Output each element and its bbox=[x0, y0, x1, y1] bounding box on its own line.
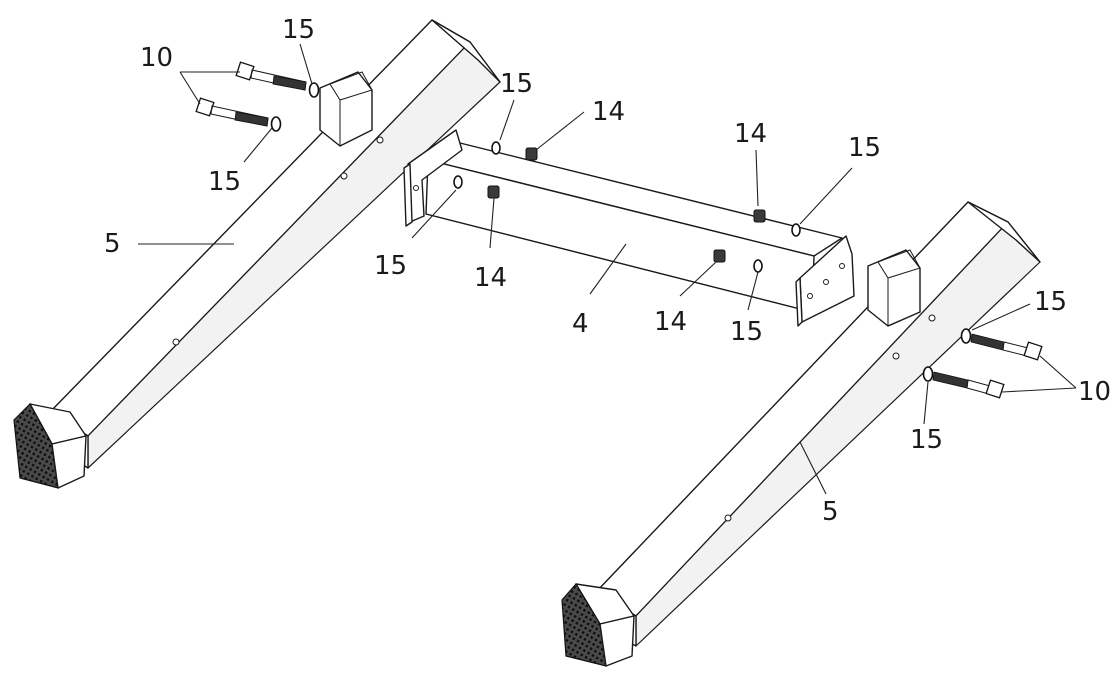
callout-15-center-right: 15 bbox=[730, 317, 763, 347]
cross-nut-top-right bbox=[753, 209, 766, 223]
right-bolt-upper bbox=[970, 333, 1043, 361]
cross-washer-front-left bbox=[453, 175, 463, 189]
cross-washer-front-right bbox=[753, 259, 763, 273]
right-upright-socket bbox=[867, 249, 921, 327]
cross-bar bbox=[403, 129, 855, 327]
cross-nut-front-left bbox=[487, 185, 500, 199]
callout-15-right-lower: 15 bbox=[910, 425, 943, 455]
callout-15-left-lower: 15 bbox=[208, 167, 241, 197]
cross-washer-top-right bbox=[791, 223, 801, 237]
callout-14-right-top: 14 bbox=[734, 119, 767, 149]
left-upright-socket bbox=[319, 71, 373, 147]
right-washer-upper bbox=[960, 328, 972, 344]
right-bolt-lower bbox=[932, 371, 1005, 399]
callout-5-left: 5 bbox=[104, 229, 121, 259]
callout-labels: 10 15 15 5 15 14 14 15 15 14 4 14 15 15 … bbox=[104, 15, 1111, 527]
left-leg-tube bbox=[13, 19, 501, 489]
callout-14-center-left: 14 bbox=[474, 263, 507, 293]
leader-lines bbox=[138, 43, 1077, 495]
cross-nut-top-left bbox=[525, 147, 538, 161]
right-washer-lower bbox=[922, 366, 934, 382]
callout-10-right: 10 bbox=[1078, 377, 1111, 407]
left-bolt-upper bbox=[235, 61, 307, 91]
cross-washer-top-left bbox=[491, 141, 501, 155]
callout-15-right-top: 15 bbox=[848, 133, 881, 163]
callout-15-center-left: 15 bbox=[374, 251, 407, 281]
cross-nut-front-right bbox=[713, 249, 726, 263]
callout-10-left: 10 bbox=[140, 43, 173, 73]
callout-14-center-top: 14 bbox=[592, 97, 625, 127]
callout-15-center-top: 15 bbox=[500, 69, 533, 99]
callout-15-right-upper: 15 bbox=[1034, 287, 1067, 317]
left-washer-upper bbox=[308, 82, 320, 98]
callout-15-top-left: 15 bbox=[282, 15, 315, 45]
left-washer-lower bbox=[270, 116, 282, 132]
left-bolt-lower bbox=[195, 97, 269, 127]
right-leg-rubber-foot bbox=[561, 582, 635, 667]
callout-14-center-right: 14 bbox=[654, 307, 687, 337]
left-leg-rubber-foot bbox=[13, 403, 87, 489]
callout-4: 4 bbox=[572, 309, 589, 339]
callout-5-right: 5 bbox=[822, 497, 839, 527]
right-leg-tube bbox=[561, 201, 1041, 667]
